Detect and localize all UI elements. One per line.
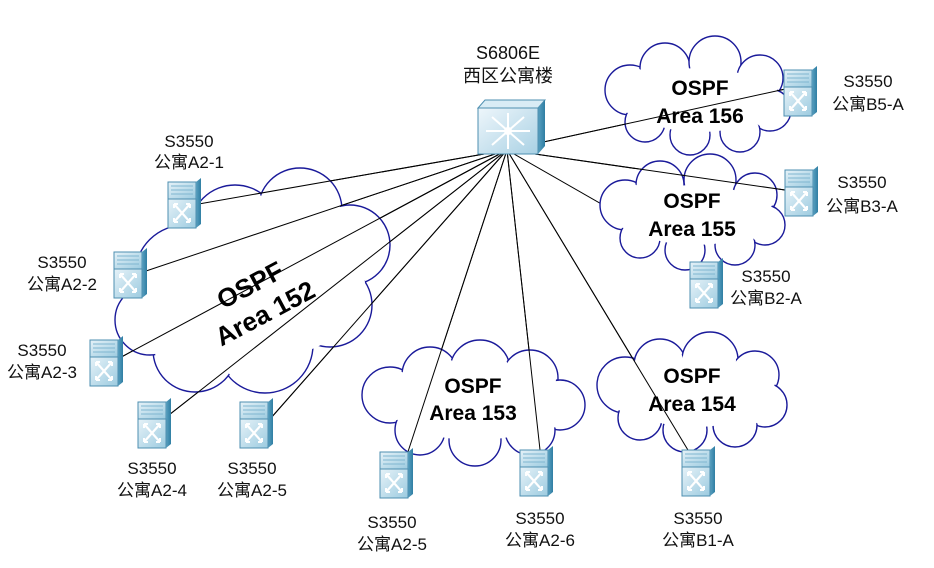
area-155-protocol: OSPF: [663, 190, 720, 213]
switch-a2-3-icon: [88, 334, 125, 388]
core-model: S6806E: [476, 43, 540, 63]
switch-b5-a: S3550 公寓B5-A: [782, 64, 905, 118]
switch-b1-a-icon: [680, 444, 717, 498]
switch-a2-4-icon: [136, 396, 173, 450]
switch-a2-2-icon: [112, 246, 149, 300]
switch-a2-1-location: 公寓A2-1: [154, 153, 224, 172]
switch-b2-a-location: 公寓B2-A: [730, 289, 802, 308]
switch-a2-3-model: S3550: [17, 341, 66, 360]
switch-b1-a-model: S3550: [673, 509, 722, 528]
switch-a2-3-location: 公寓A2-3: [7, 363, 77, 382]
area-153-name: Area 153: [429, 402, 517, 425]
switch-a2-1-icon: [166, 176, 203, 230]
switch-a2-5b: S3550 公寓A2-5: [357, 446, 427, 554]
switch-b1-a-location: 公寓B1-A: [662, 531, 734, 550]
switch-a2-2-model: S3550: [37, 253, 86, 272]
core-location: 西区公寓楼: [463, 66, 553, 86]
switch-a2-5: S3550 公寓A2-5: [217, 396, 287, 500]
core-switch: S6806E 西区公寓楼: [463, 43, 553, 155]
switch-b2-a: S3550 公寓B2-A: [688, 256, 803, 310]
switch-b5-a-icon: [782, 64, 819, 118]
switch-b5-a-model: S3550: [843, 72, 892, 91]
switch-a2-4: S3550 公寓A2-4: [117, 396, 187, 500]
area-156-name: Area 156: [656, 105, 744, 128]
switch-b3-a-location: 公寓B3-A: [826, 197, 898, 216]
switch-a2-5-icon: [238, 396, 275, 450]
cloud-area-154: [596, 331, 788, 453]
switch-a2-6-icon: [518, 444, 555, 498]
area-156-protocol: OSPF: [671, 77, 728, 100]
switch-a2-2: S3550 公寓A2-2: [27, 246, 149, 300]
area-154-protocol: OSPF: [663, 365, 720, 388]
switch-a2-1-model: S3550: [164, 132, 213, 151]
switch-b1-a: S3550 公寓B1-A: [662, 444, 735, 550]
switch-a2-6-location: 公寓A2-6: [505, 531, 575, 550]
area-154-label: OSPF Area 154: [648, 365, 736, 416]
cloud-area-155: [599, 153, 786, 271]
switch-b3-a-model: S3550: [837, 173, 886, 192]
area-154-name: Area 154: [648, 393, 736, 416]
switch-a2-5-location: 公寓A2-5: [217, 481, 287, 500]
area-155-label: OSPF Area 155: [648, 190, 736, 241]
switch-b5-a-location: 公寓B5-A: [832, 95, 904, 114]
switch-a2-5b-icon: [378, 446, 415, 500]
cloud-area-153: [361, 339, 586, 467]
area-156-label: OSPF Area 156: [656, 77, 744, 128]
switch-b2-a-model: S3550: [741, 267, 790, 286]
area-155-name: Area 155: [648, 218, 736, 241]
links-over-clouds: [111, 87, 791, 471]
switch-a2-5b-model: S3550: [367, 513, 416, 532]
switch-a2-5-model: S3550: [227, 459, 276, 478]
switch-a2-1: S3550 公寓A2-1: [154, 132, 224, 230]
switch-a2-2-location: 公寓A2-2: [27, 275, 97, 294]
switch-a2-4-model: S3550: [127, 459, 176, 478]
switch-a2-6-model: S3550: [515, 509, 564, 528]
area-153-protocol: OSPF: [444, 375, 501, 398]
switch-a2-3: S3550 公寓A2-3: [7, 334, 125, 388]
switch-a2-4-location: 公寓A2-4: [117, 481, 187, 500]
switch-b3-a-icon: [783, 164, 820, 218]
switch-b2-a-icon: [688, 256, 725, 310]
switch-a2-5b-location: 公寓A2-5: [357, 535, 427, 554]
area-153-label: OSPF Area 153: [429, 375, 517, 425]
switch-a2-6: S3550 公寓A2-6: [505, 444, 575, 550]
switch-b3-a: S3550 公寓B3-A: [783, 164, 899, 218]
